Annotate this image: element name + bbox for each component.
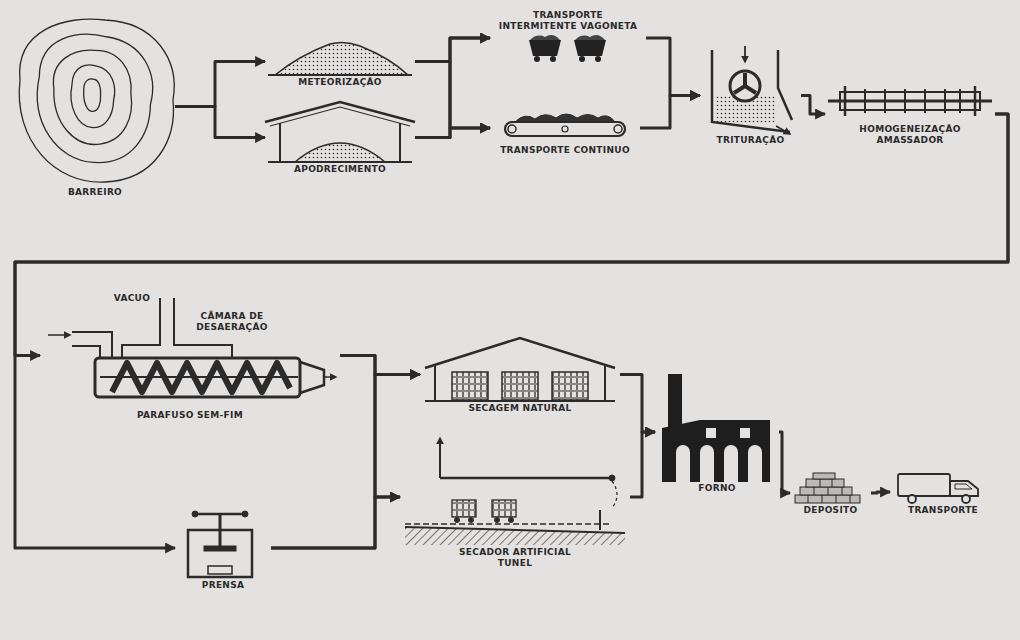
weathering-mound	[268, 42, 412, 75]
process-step: HOMOGENEIZAÇÃO AMASSADOR	[825, 82, 995, 146]
step-label: PRENSA	[178, 580, 268, 591]
part-label: VACUO	[108, 293, 156, 304]
brick-stack	[795, 473, 860, 503]
flow-arrow	[415, 62, 490, 129]
process-step: PRENSA	[175, 505, 271, 591]
flow-arrow	[340, 356, 400, 498]
mixer	[828, 86, 992, 116]
step-label: TRANSPORTE INTERMITENTE VAGONETA	[493, 10, 643, 32]
drying-shed	[425, 338, 615, 401]
process-step: METEORIZAÇÃO	[265, 35, 415, 88]
process-step: SECAGEM NATURAL	[420, 335, 620, 414]
flow-arrow	[646, 38, 700, 96]
flow-arrow	[801, 96, 825, 115]
crusher	[712, 46, 792, 134]
flow-arrow	[271, 375, 420, 549]
flow-arrow	[640, 96, 700, 129]
part-label: CÂMARA DE DESAERAÇÃO	[182, 311, 282, 333]
clay-pit-contours	[19, 19, 174, 182]
deairing-extruder	[48, 298, 336, 397]
step-label: HOMOGENEIZAÇÃO AMASSADOR	[855, 124, 965, 146]
process-step: SECADOR ARTIFICIAL TUNEL	[400, 425, 630, 569]
step-label: DEPOSITO	[793, 505, 868, 516]
flow-arrow	[340, 356, 420, 375]
kiln	[662, 374, 770, 482]
step-label: FORNO	[658, 483, 776, 494]
flow-arrow	[620, 375, 655, 433]
aging-shed	[265, 102, 415, 162]
process-step: DEPOSITO	[790, 470, 871, 516]
flow-arrow	[871, 492, 890, 493]
step-label: TRANSPORTE CONTINUO	[493, 145, 638, 156]
step-label: BARREIRO	[20, 187, 170, 198]
flow-arrow	[15, 114, 1008, 548]
step-label: SECADOR ARTIFICIAL TUNEL	[450, 547, 580, 569]
step-label: SECAGEM NATURAL	[425, 403, 615, 414]
process-step: PARAFUSO SEM-FIM	[40, 290, 340, 421]
press	[188, 511, 252, 577]
truck	[898, 474, 978, 503]
flow-arrow	[15, 114, 1008, 356]
flow-arrow	[415, 128, 490, 138]
step-label: METEORIZAÇÃO	[268, 77, 413, 88]
flow-arrow	[779, 432, 790, 493]
step-label: TRANSPORTE	[893, 505, 993, 516]
flow-arrow	[271, 497, 400, 548]
step-label: PARAFUSO SEM-FIM	[90, 410, 290, 421]
flow-arrow	[415, 38, 490, 62]
conveyor-belt	[505, 114, 625, 136]
flow-arrow	[630, 432, 655, 497]
process-step: TRANSPORTE CONTINUO	[490, 100, 640, 156]
process-step: BARREIRO	[15, 15, 175, 198]
process-step: TRANSPORTE	[890, 468, 996, 516]
process-step: TRITURAÇÃO	[700, 45, 801, 146]
mine-carts	[529, 35, 606, 62]
step-label: APODRECIMENTO	[268, 164, 413, 175]
process-step: FORNO	[655, 370, 779, 494]
process-step: TRANSPORTE INTERMITENTE VAGONETA	[490, 10, 646, 66]
flow-arrow	[175, 62, 265, 107]
flow-arrow	[415, 38, 490, 138]
process-step: APODRECIMENTO	[265, 100, 415, 175]
tunnel-dryer	[405, 438, 625, 545]
flow-arrow	[175, 107, 265, 138]
step-label: TRITURAÇÃO	[703, 135, 798, 146]
